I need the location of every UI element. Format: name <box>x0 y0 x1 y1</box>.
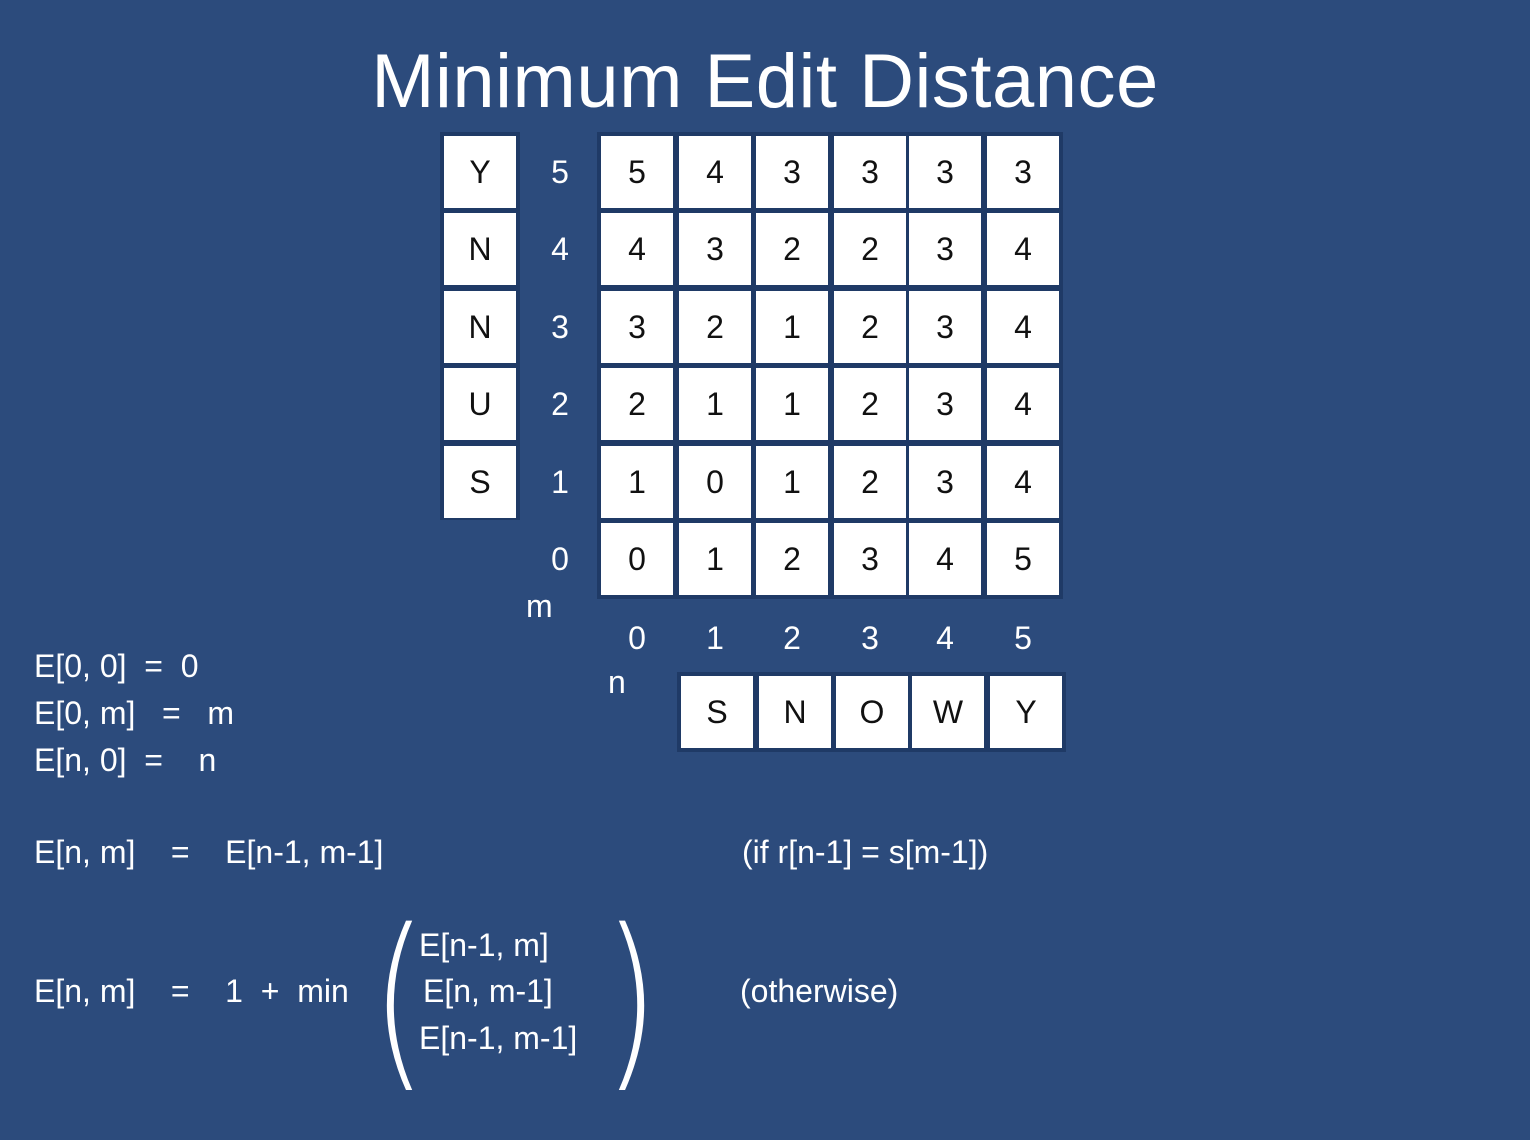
row-index-label: 5 <box>551 154 569 190</box>
matrix-cell: 4 <box>679 136 751 208</box>
matrix-cell: 5 <box>601 136 673 208</box>
column-index-label: 5 <box>1014 620 1032 656</box>
horizontal-letter-cell: Y <box>990 676 1062 748</box>
matrix-cell: 1 <box>756 368 828 440</box>
left-parenthesis: ( <box>371 889 427 1110</box>
matrix-cell: 4 <box>987 213 1059 285</box>
row-index-label: 0 <box>551 541 569 577</box>
recurrence-match-condition: (if r[n-1] = s[m-1]) <box>742 834 989 870</box>
matrix-cell: 4 <box>987 368 1059 440</box>
horizontal-letter-cell: W <box>912 676 984 748</box>
matrix-cell: 3 <box>601 291 673 363</box>
base-case-1: E[0, 0] = 0 <box>34 648 199 684</box>
vertical-letter-cell: S <box>444 446 516 518</box>
vertical-letter-cell: Y <box>444 136 516 208</box>
recurrence-otherwise-condition: (otherwise) <box>740 973 899 1009</box>
recurrence-match: E[n, m] = E[n-1, m-1] <box>34 834 384 870</box>
matrix-cell: 2 <box>756 523 828 595</box>
matrix-cell: 3 <box>909 291 981 363</box>
matrix-cell: 3 <box>909 446 981 518</box>
vertical-letter-cell: U <box>444 368 516 440</box>
matrix-cell: 3 <box>909 368 981 440</box>
matrix-cell: 2 <box>834 368 906 440</box>
matrix-cell: 1 <box>679 523 751 595</box>
slide-title: Minimum Edit Distance <box>371 39 1159 124</box>
horizontal-letter-cell: S <box>681 676 753 748</box>
base-case-2: E[0, m] = m <box>34 695 235 731</box>
matrix-cell: 4 <box>909 523 981 595</box>
matrix-frame <box>597 132 1063 599</box>
matrix-cell: 2 <box>834 446 906 518</box>
matrix-cell: 2 <box>601 368 673 440</box>
matrix-cell: 1 <box>679 368 751 440</box>
matrix-cell: 3 <box>679 213 751 285</box>
matrix-cell: 5 <box>987 523 1059 595</box>
row-index-label: 3 <box>551 309 569 345</box>
matrix-cell: 3 <box>756 136 828 208</box>
column-index-label: 1 <box>706 620 724 656</box>
matrix-cell: 1 <box>756 291 828 363</box>
matrix-cell: 1 <box>756 446 828 518</box>
matrix-cell: 2 <box>679 291 751 363</box>
recurrence-otherwise: E[n, m] = 1 + min <box>34 973 349 1009</box>
matrix-cell: 4 <box>601 213 673 285</box>
matrix-cell: 3 <box>909 213 981 285</box>
matrix-cell: 2 <box>834 291 906 363</box>
matrix-cell: 2 <box>756 213 828 285</box>
column-index-label: 0 <box>628 620 646 656</box>
matrix-cell: 2 <box>834 213 906 285</box>
matrix-cell: 3 <box>987 136 1059 208</box>
matrix-cell: 3 <box>909 136 981 208</box>
axis-label-m: m <box>526 588 553 624</box>
column-index-label: 3 <box>861 620 879 656</box>
min-option-3: E[n-1, m-1] <box>419 1020 578 1056</box>
matrix-cell: 1 <box>601 446 673 518</box>
matrix-cell: 3 <box>834 136 906 208</box>
min-option-1: E[n-1, m] <box>419 927 549 963</box>
matrix-cell: 0 <box>679 446 751 518</box>
row-index-label: 4 <box>551 231 569 267</box>
column-index-label: 4 <box>936 620 954 656</box>
base-case-3: E[n, 0] = n <box>34 742 217 778</box>
vertical-letter-cell: N <box>444 213 516 285</box>
column-index-label: 2 <box>783 620 801 656</box>
matrix-cell: 0 <box>601 523 673 595</box>
matrix-cell: 4 <box>987 446 1059 518</box>
row-index-label: 2 <box>551 386 569 422</box>
matrix-cell: 4 <box>987 291 1059 363</box>
right-parenthesis: ) <box>603 889 659 1110</box>
horizontal-letter-cell: O <box>836 676 908 748</box>
row-index-label: 1 <box>551 464 569 500</box>
matrix-cell: 3 <box>834 523 906 595</box>
axis-label-n: n <box>608 664 626 700</box>
vertical-letter-cell: N <box>444 291 516 363</box>
horizontal-letter-cell: N <box>759 676 831 748</box>
min-option-2: E[n, m-1] <box>423 973 553 1009</box>
